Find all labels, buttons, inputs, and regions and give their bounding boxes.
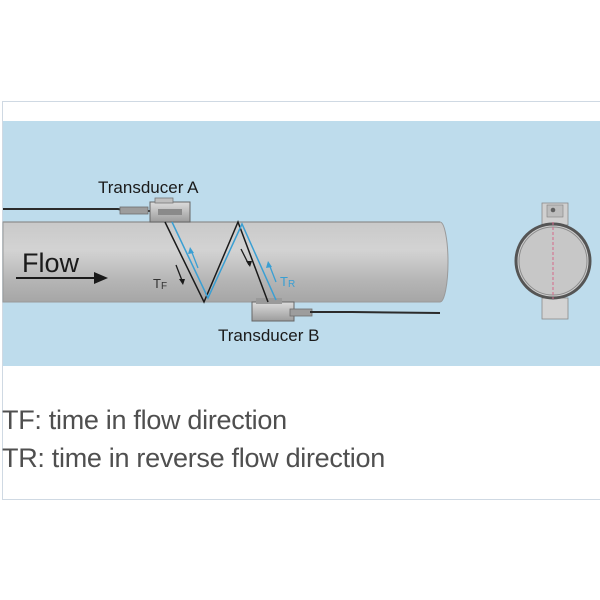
reverse-signal-path xyxy=(171,221,277,301)
cable-connector-a xyxy=(119,206,149,215)
transducer-b xyxy=(251,298,313,322)
tr-arrowhead-1 xyxy=(188,247,194,254)
flow-arrowhead xyxy=(94,272,108,284)
transducer-b-label: Transducer B xyxy=(218,326,319,345)
tf-arrowhead-1 xyxy=(179,279,185,285)
tr-label: TR xyxy=(280,274,295,290)
transducer-a xyxy=(149,197,191,223)
legend-tf: TF: time in flow direction xyxy=(2,405,287,435)
tf-label-sub: F xyxy=(161,281,167,292)
cable-b xyxy=(310,311,441,314)
tf-arrowhead-2 xyxy=(246,261,252,267)
transducer-a-label: Transducer A xyxy=(98,178,199,197)
tr-label-sub: R xyxy=(288,279,295,290)
legend-tr: TR: time in reverse flow direction xyxy=(2,443,385,473)
flow-label: Flow xyxy=(22,248,80,278)
pipe-cross-section xyxy=(514,202,592,320)
tr-label-main: T xyxy=(280,274,288,289)
tf-label-main: T xyxy=(153,276,161,291)
tf-label: TF xyxy=(153,276,167,292)
forward-signal-path xyxy=(164,219,269,304)
tr-arrowhead-2 xyxy=(266,261,272,268)
pipe-body xyxy=(2,221,449,303)
